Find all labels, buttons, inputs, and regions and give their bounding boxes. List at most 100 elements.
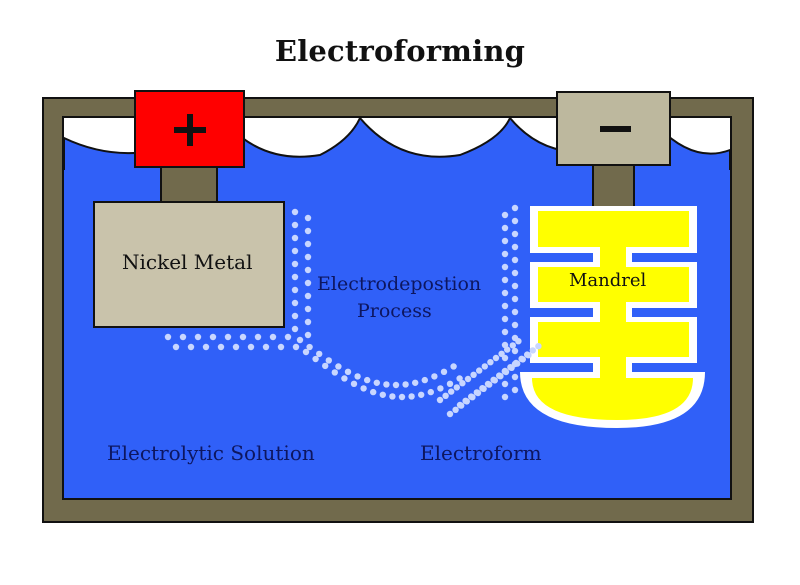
nickel-metal-anode — [93, 201, 285, 328]
ion-particle — [511, 282, 519, 290]
ion-particle — [480, 385, 487, 392]
ion-particle — [501, 328, 509, 336]
ion-particle — [431, 373, 438, 380]
ion-particle — [501, 211, 509, 219]
ion-particle — [511, 321, 519, 329]
ion-particle — [511, 347, 519, 355]
ion-particles — [164, 204, 542, 418]
mandrel-body — [532, 211, 693, 420]
ion-particle — [450, 363, 457, 370]
ion-particle — [476, 367, 483, 374]
ion-particle — [402, 381, 409, 388]
minus-icon — [600, 126, 631, 132]
ion-particle — [519, 356, 526, 363]
ion-particle — [453, 384, 460, 391]
ion-particle — [239, 333, 247, 341]
ion-particle — [427, 388, 434, 396]
ion-particle — [470, 371, 477, 378]
ion-particle — [360, 385, 367, 392]
process-label-line1: Electrodepostion — [317, 273, 482, 295]
ion-particle — [291, 247, 299, 255]
ion-particle — [304, 279, 312, 287]
ion-particle — [529, 347, 536, 354]
ion-particle — [492, 354, 500, 362]
ion-particle — [172, 343, 180, 351]
ion-particle — [456, 375, 463, 382]
ion-particle — [370, 388, 377, 396]
ion-particle — [304, 331, 312, 339]
ion-particle — [437, 385, 444, 392]
ion-particle — [232, 343, 240, 351]
ion-particle — [247, 343, 255, 351]
ion-particle — [491, 377, 498, 384]
ion-particle — [291, 260, 299, 268]
ion-particle — [487, 359, 494, 366]
ion-particle — [291, 221, 299, 229]
diagram-title: Electroforming — [274, 34, 526, 68]
ion-particle — [202, 343, 210, 351]
ion-particle — [501, 263, 509, 271]
ion-particle — [304, 227, 312, 235]
ion-particle — [511, 204, 519, 212]
ion-particle — [304, 318, 312, 326]
ion-particle — [164, 333, 172, 341]
plus-icon — [174, 114, 206, 146]
ion-particle — [459, 380, 466, 387]
ion-particle — [398, 393, 406, 401]
ion-particle — [254, 333, 262, 341]
ion-particle — [354, 373, 361, 380]
electroform-label: Electroform — [420, 441, 542, 465]
ion-particle — [448, 388, 455, 395]
ion-particle — [304, 214, 312, 222]
ion-particle — [331, 369, 338, 376]
ion-particle — [511, 269, 519, 277]
ion-particle — [440, 368, 448, 376]
ion-particle — [501, 276, 509, 284]
electrolytic-solution-label: Electrolytic Solution — [107, 441, 315, 465]
ion-particle — [373, 379, 380, 386]
ion-particle — [469, 394, 476, 401]
ion-particle — [408, 393, 415, 400]
ion-particle — [284, 333, 292, 341]
ion-particle — [312, 355, 319, 363]
ion-particle — [535, 343, 542, 350]
ion-particle — [501, 315, 509, 323]
ion-particle — [501, 367, 509, 375]
ion-particle — [277, 343, 285, 351]
ion-particle — [446, 380, 454, 388]
ion-particle — [304, 240, 312, 248]
ion-particle — [383, 381, 390, 388]
ion-particle — [511, 256, 519, 264]
ion-particle — [525, 352, 532, 359]
ion-particle — [344, 368, 352, 376]
ion-particle — [464, 375, 472, 383]
ion-particle — [511, 373, 519, 381]
ion-particle — [452, 406, 459, 413]
ion-particle — [412, 379, 419, 386]
ion-particle — [509, 342, 516, 349]
ion-particle — [501, 341, 509, 349]
ion-particle — [392, 381, 400, 389]
ion-particle — [291, 208, 299, 216]
ion-particle — [458, 402, 465, 409]
ion-particle — [322, 362, 329, 370]
ion-particle — [511, 308, 519, 316]
ion-particle — [269, 333, 277, 341]
ion-particle — [291, 325, 299, 333]
ion-particle — [501, 380, 509, 388]
ion-particle — [194, 333, 202, 341]
ion-particle — [418, 391, 425, 398]
process-label-line2: Process — [357, 300, 432, 322]
ion-particle — [296, 336, 304, 344]
ion-particle — [341, 375, 348, 382]
mandrel-label: Mandrel — [569, 270, 647, 291]
ion-particle — [291, 234, 299, 242]
ion-particle — [304, 266, 312, 274]
ion-particle — [325, 357, 332, 364]
ion-particle — [389, 393, 396, 400]
ion-particle — [364, 376, 371, 384]
ion-particle — [436, 396, 444, 404]
ion-particle — [511, 334, 519, 342]
